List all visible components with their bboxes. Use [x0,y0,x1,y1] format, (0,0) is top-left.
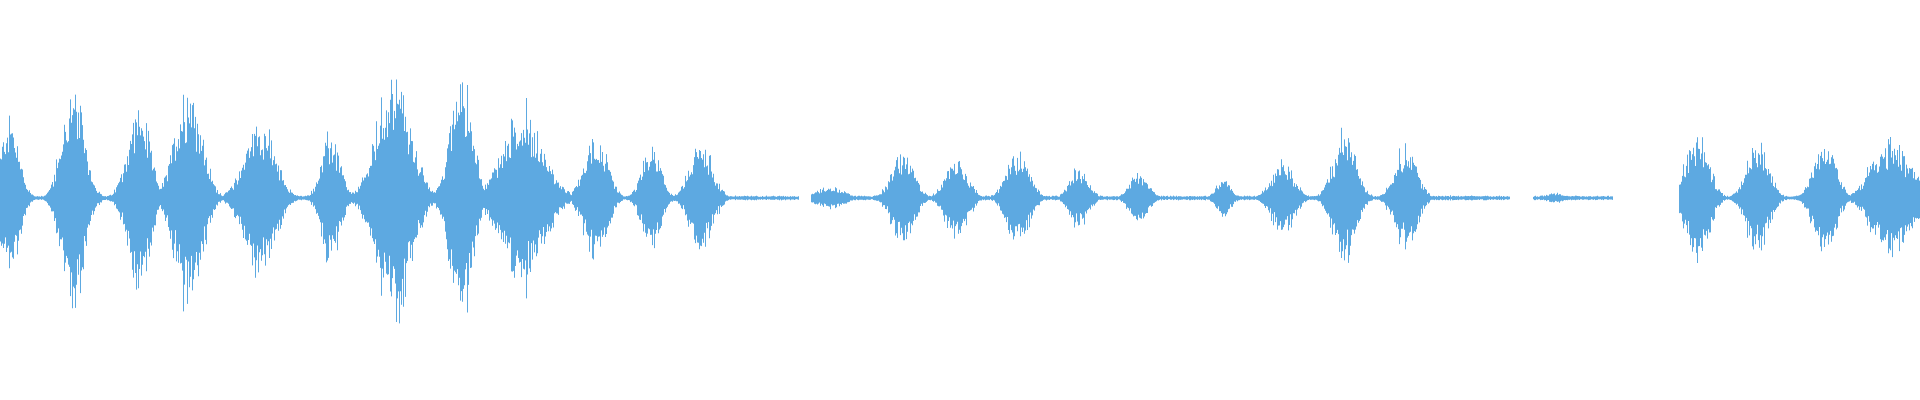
waveform-signal [0,79,1920,324]
waveform-bars [0,79,1920,324]
